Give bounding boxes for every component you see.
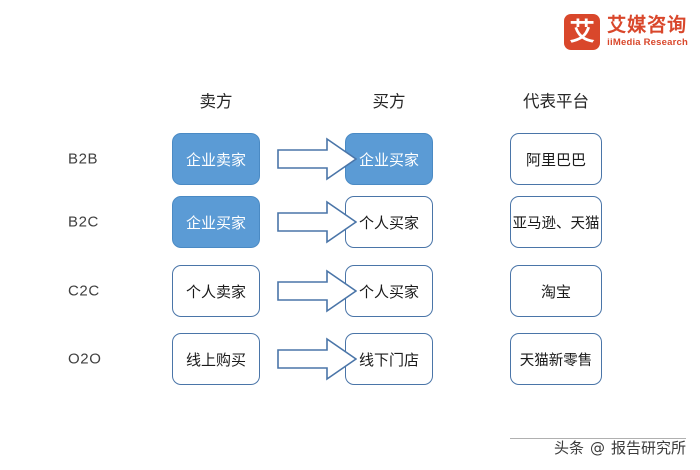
brand-logo: 艾 艾媒咨询 iiMedia Research xyxy=(564,14,688,50)
watermark-account: 报告研究所 xyxy=(610,439,686,457)
row-label-c2c: C2C xyxy=(68,282,100,300)
flow-arrow-c2c xyxy=(277,269,357,313)
row-label-b2c: B2C xyxy=(68,213,99,231)
node-buyer-b2c: 个人买家 xyxy=(345,196,433,248)
node-platform-o2o: 天猫新零售 xyxy=(510,333,602,385)
watermark-rule xyxy=(510,438,686,439)
node-buyer-b2b: 企业买家 xyxy=(345,133,433,185)
flow-arrow-b2c xyxy=(277,200,357,244)
brand-name-en: iiMedia Research xyxy=(607,37,688,49)
row-label-b2b: B2B xyxy=(68,150,99,168)
row-label-o2o: O2O xyxy=(68,350,102,368)
flow-arrow-b2b xyxy=(277,137,357,181)
brand-text: 艾媒咨询 iiMedia Research xyxy=(607,16,688,48)
node-seller-o2o: 线上购买 xyxy=(172,333,260,385)
brand-name-cn: 艾媒咨询 xyxy=(607,14,688,37)
node-seller-b2c: 企业买家 xyxy=(172,196,260,248)
node-seller-c2c: 个人卖家 xyxy=(172,265,260,317)
node-platform-b2c: 亚马逊、天猫 xyxy=(510,196,602,248)
watermark: 头条 @ 报告研究所 xyxy=(554,437,686,458)
brand-mark-icon: 艾 xyxy=(564,14,601,50)
node-platform-c2c: 淘宝 xyxy=(510,265,602,317)
column-header-seller: 卖方 xyxy=(199,92,233,111)
watermark-at-icon: @ xyxy=(589,438,605,457)
node-seller-b2b: 企业卖家 xyxy=(172,133,260,185)
flow-arrow-o2o xyxy=(277,337,357,381)
node-buyer-o2o: 线下门店 xyxy=(345,333,433,385)
node-buyer-c2c: 个人买家 xyxy=(345,265,433,317)
watermark-source: 头条 xyxy=(553,439,584,457)
column-header-buyer: 买方 xyxy=(372,92,406,111)
node-platform-b2b: 阿里巴巴 xyxy=(510,133,602,185)
column-header-platform: 代表平台 xyxy=(523,92,589,111)
